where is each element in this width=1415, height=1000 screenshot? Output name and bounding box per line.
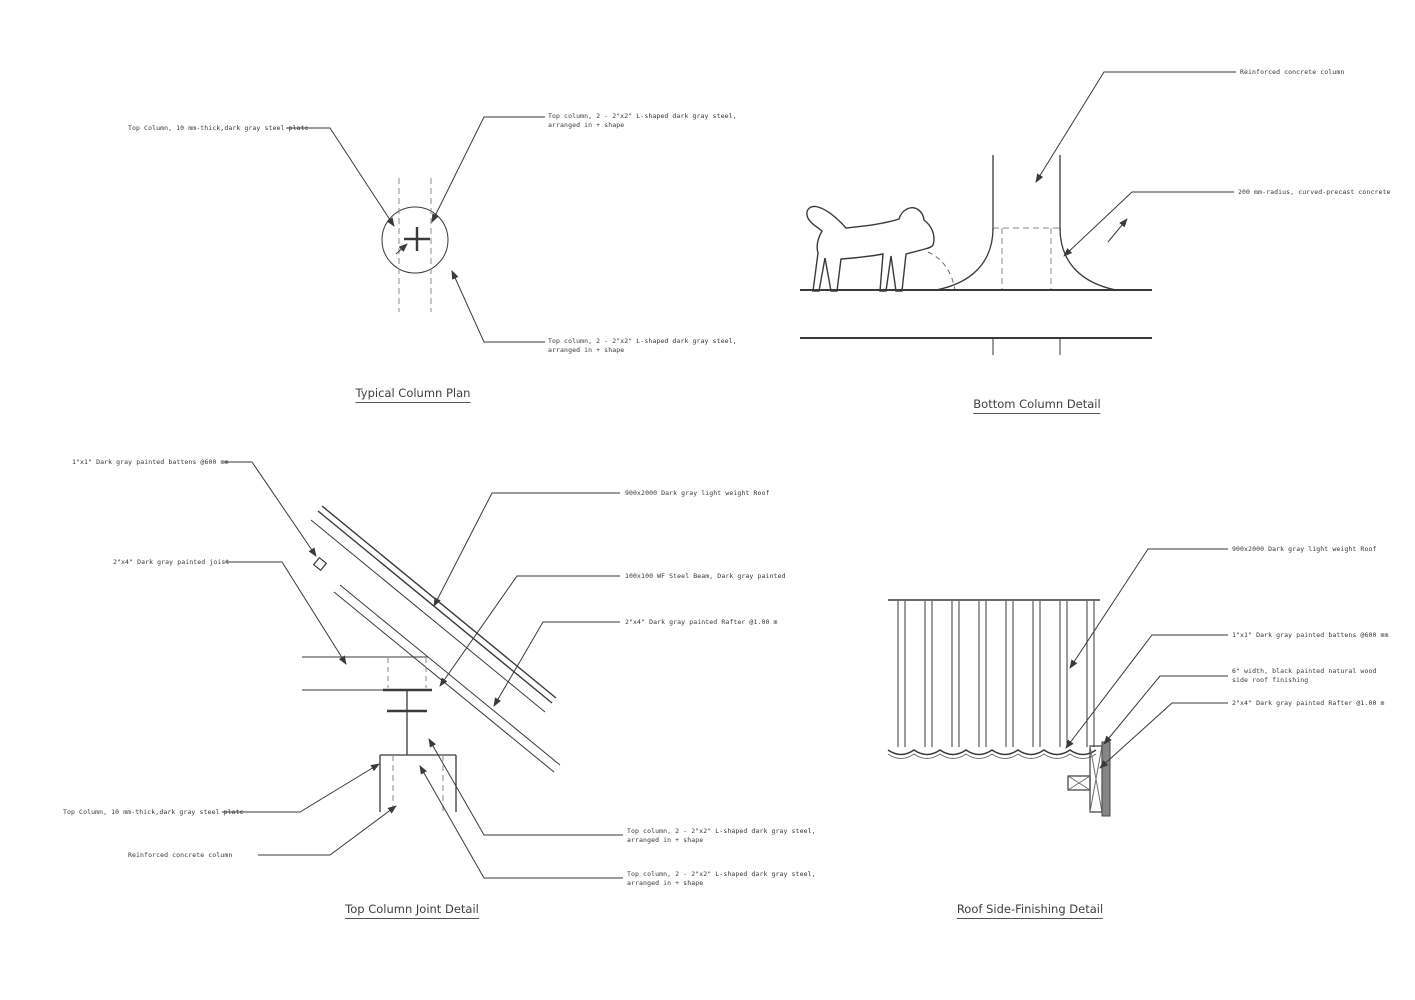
typical-column-plan-drawing bbox=[286, 116, 545, 343]
label-precast-radius: 200 mm-radius, curved-precast concrete bbox=[1238, 188, 1391, 196]
title-roof-side-finishing: Roof Side-Finishing Detail bbox=[956, 902, 1104, 919]
hidden-column-continuation bbox=[993, 227, 1060, 289]
leader-line bbox=[258, 805, 397, 856]
label-rafter-side: 2"x4" Dark gray painted Rafter @1.00 m bbox=[1232, 699, 1385, 707]
label-battens-joint: 1"x1" Dark gray painted battens @600 mm bbox=[72, 458, 229, 466]
bottom-column-detail-drawing bbox=[800, 71, 1236, 355]
leader-line bbox=[493, 621, 620, 707]
leader-line bbox=[225, 561, 347, 665]
leader-line bbox=[431, 116, 545, 223]
column-outline bbox=[379, 754, 457, 812]
leader-line bbox=[428, 738, 623, 836]
label-top-plate-plan: Top Column, 10 mm-thick,dark gray steel … bbox=[128, 124, 309, 132]
leader-line bbox=[1063, 191, 1234, 257]
roof-side-finishing-drawing bbox=[887, 548, 1228, 817]
column-hidden-edges bbox=[392, 755, 444, 812]
corrugated-ribs bbox=[897, 601, 1095, 747]
label-l-steel-plan-bottom: Top column, 2 - 2"x2" L-shaped dark gray… bbox=[548, 337, 737, 354]
leader-line bbox=[1069, 548, 1228, 669]
rafter-lines bbox=[333, 584, 561, 773]
hidden-plate-lines bbox=[387, 658, 427, 688]
leader-line bbox=[224, 461, 317, 557]
label-l-steel-joint-2: Top column, 2 - 2"x2" L-shaped dark gray… bbox=[627, 870, 816, 887]
label-battens-side: 1"x1" Dark gray painted battens @600 mm bbox=[1232, 631, 1389, 639]
title-top-column-joint: Top Column Joint Detail bbox=[345, 902, 479, 919]
leader-line bbox=[1099, 702, 1228, 769]
leader-line bbox=[222, 763, 380, 813]
label-rafter-joint: 2"x4" Dark gray painted Rafter @1.00 m bbox=[625, 618, 778, 626]
column-circle bbox=[381, 206, 449, 274]
radius-arrow bbox=[1107, 218, 1128, 243]
label-rc-column-joint: Reinforced concrete column bbox=[128, 851, 233, 859]
title-bottom-column-detail: Bottom Column Detail bbox=[973, 397, 1101, 414]
roof-sheet-lines bbox=[317, 505, 557, 704]
corrugation-profile-inner bbox=[887, 753, 1097, 759]
dog-figure bbox=[806, 205, 935, 292]
label-wf-beam: 100x100 WF Steel Beam, Dark gray painted bbox=[625, 572, 786, 580]
leader-line bbox=[1103, 675, 1228, 745]
wood-finishing-hatch-x bbox=[1089, 745, 1103, 813]
precast-curve-right bbox=[1059, 227, 1117, 291]
batten-hatched-block bbox=[1067, 775, 1091, 791]
title-typical-column-plan: Typical Column Plan bbox=[355, 386, 471, 403]
concrete-column-lines bbox=[992, 155, 1061, 230]
footing-ticks bbox=[992, 338, 1061, 355]
label-top-plate-joint: Top Column, 10 mm-thick,dark gray steel … bbox=[63, 808, 244, 816]
leader-line bbox=[286, 127, 395, 227]
label-l-steel-plan-top: Top column, 2 - 2"x2" L-shaped dark gray… bbox=[548, 112, 737, 129]
hidden-column-lines bbox=[398, 178, 432, 312]
cross-pointer-arrow bbox=[395, 243, 408, 255]
leader-line bbox=[451, 270, 545, 343]
column-center-cross bbox=[404, 227, 430, 251]
leader-line bbox=[1035, 71, 1236, 183]
label-roof-side: 900x2000 Dark gray light weight Roof bbox=[1232, 545, 1377, 553]
precast-curve-left bbox=[935, 227, 994, 291]
label-wood-finishing: 6" width, black painted natural wood sid… bbox=[1232, 667, 1377, 684]
top-column-joint-drawing bbox=[222, 461, 623, 879]
label-reinforced-column: Reinforced concrete column bbox=[1240, 68, 1345, 76]
leader-line bbox=[1065, 634, 1228, 749]
batten-plane-line bbox=[310, 519, 546, 713]
corrugation-profile bbox=[887, 749, 1097, 756]
batten-hatch-x bbox=[1067, 775, 1091, 791]
label-joist: 2"x4" Dark gray painted joist bbox=[113, 558, 230, 566]
side-trim-bar bbox=[1101, 741, 1111, 817]
leader-line bbox=[439, 575, 620, 687]
pee-arc bbox=[927, 251, 956, 291]
leader-line bbox=[419, 765, 623, 879]
label-roof-joint: 900x2000 Dark gray light weight Roof bbox=[625, 489, 770, 497]
label-l-steel-joint-1: Top column, 2 - 2"x2" L-shaped dark gray… bbox=[627, 827, 816, 844]
batten-square bbox=[312, 556, 328, 572]
leader-line bbox=[433, 492, 620, 607]
